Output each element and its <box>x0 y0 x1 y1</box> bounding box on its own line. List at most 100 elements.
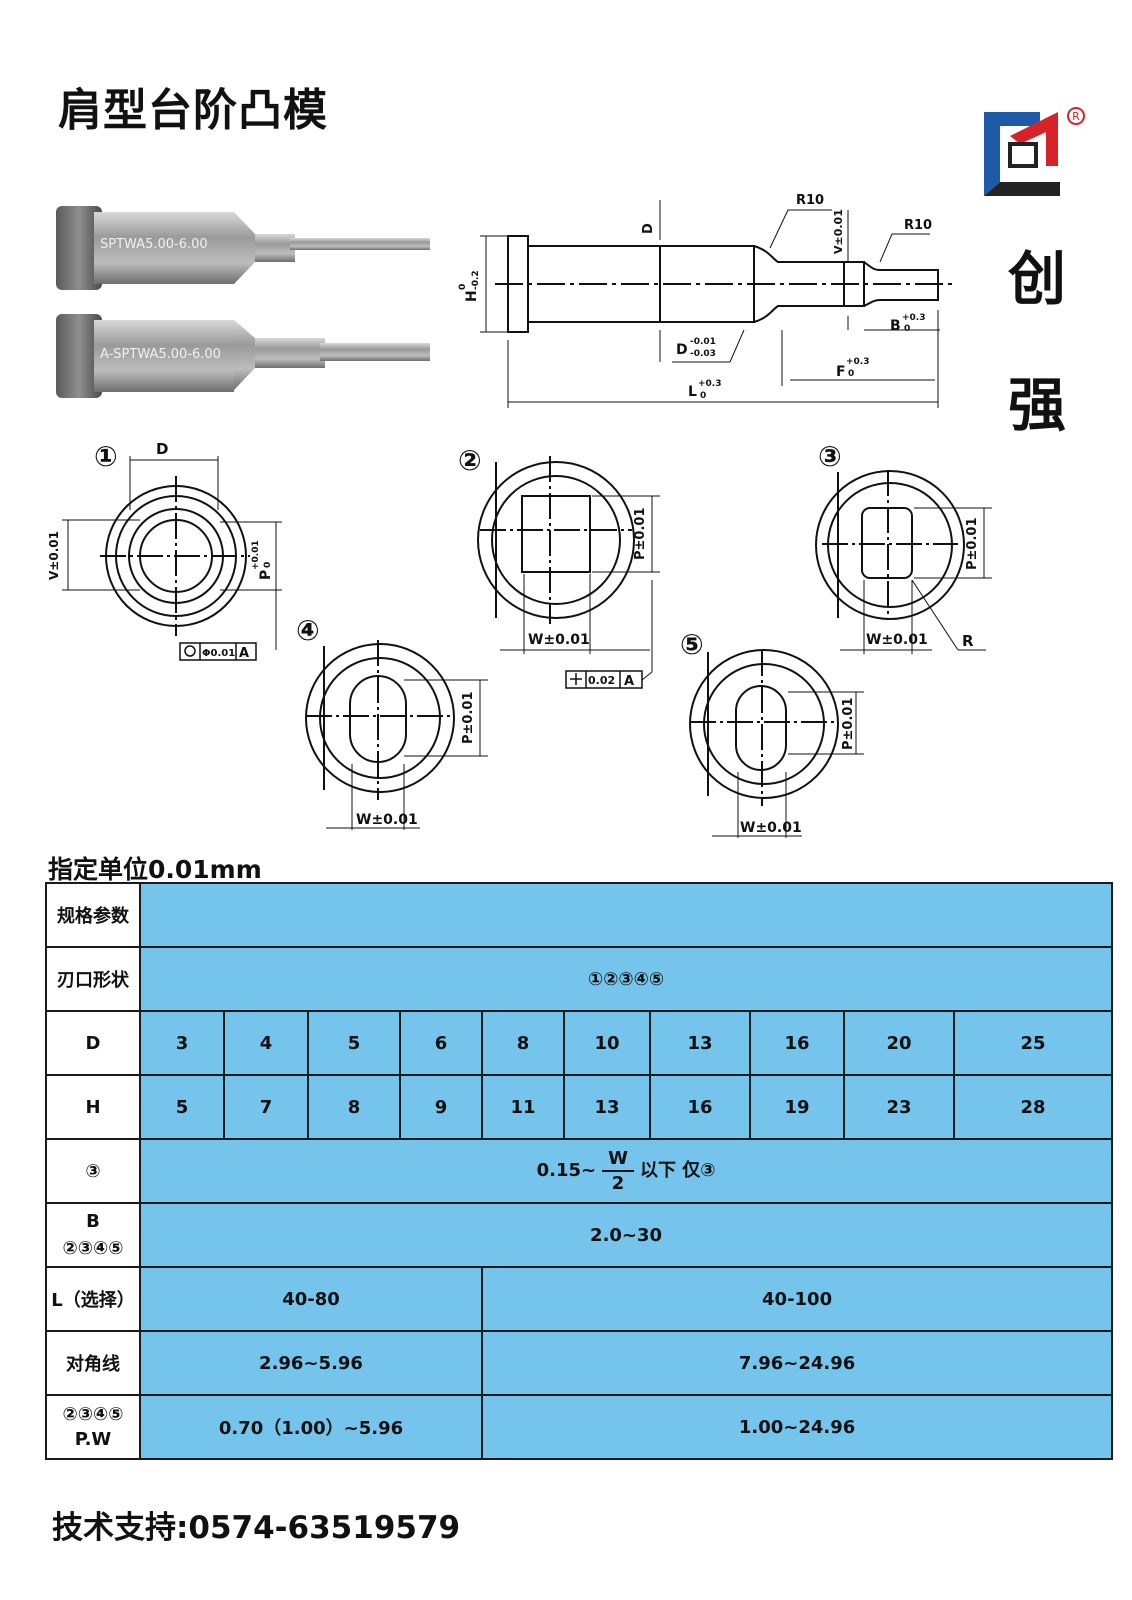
shape-2-datum: A <box>624 674 634 689</box>
shape-1-number: ① <box>94 440 118 473</box>
shape-1-datum: A <box>239 646 249 661</box>
page-title: 肩型台阶凸模 <box>58 85 328 136</box>
shape-2-number: ② <box>458 444 482 477</box>
label-b-tol-bot: 0 <box>904 324 910 334</box>
shape-1-v: V±0.01 <box>47 531 61 580</box>
label-l-tol-top: +0.3 <box>698 379 721 389</box>
row-label: D <box>45 1010 141 1076</box>
label-d: D <box>641 223 656 234</box>
row-label-line-1: ②③④⑤ <box>62 1404 124 1425</box>
h-cell: 28 <box>952 1074 1114 1140</box>
shape-1-p-tol-bot: 0 <box>263 562 273 568</box>
label-f-tol-bot: 0 <box>848 369 854 379</box>
d-cell: 8 <box>481 1010 565 1076</box>
shape-1-p: P <box>258 570 274 580</box>
label-h-tol-bot: -0.2 <box>471 270 481 290</box>
row-label: ③ <box>45 1138 141 1204</box>
pw-cell: 0.70（1.00）~5.96 <box>139 1394 483 1460</box>
shape-1-p-tol-top: +0.01 <box>251 540 261 570</box>
h-cell: 13 <box>563 1074 651 1140</box>
d-cell: 20 <box>843 1010 955 1076</box>
diagonal-cell: 2.96~5.96 <box>139 1330 483 1396</box>
r-suffix: 以下 仅③ <box>639 1160 716 1181</box>
diagonal-cell: 7.96~24.96 <box>480 1330 1114 1396</box>
h-cell: 19 <box>749 1074 845 1140</box>
row-label: 规格参数 <box>45 882 141 948</box>
d-cell: 5 <box>307 1010 401 1076</box>
h-cell: 8 <box>307 1074 401 1140</box>
h-cell: 5 <box>139 1074 225 1140</box>
d-cell: 3 <box>139 1010 225 1076</box>
h-cell: 9 <box>399 1074 483 1140</box>
shape-5-p: P±0.01 <box>841 698 856 751</box>
h-cell: 11 <box>481 1074 565 1140</box>
photo-label-1: SPTWA5.00-6.00 <box>100 237 208 252</box>
shape-1 <box>62 456 282 661</box>
d-cell: 6 <box>399 1010 483 1076</box>
label-v: V±0.01 <box>832 209 845 254</box>
label-r10-1: R10 <box>796 193 824 208</box>
shape-2 <box>477 456 660 689</box>
shape-5 <box>689 649 864 838</box>
shape-2-w: W±0.01 <box>528 632 590 648</box>
row-spec: 规格参数 <box>45 882 1114 948</box>
label-l: L <box>688 384 697 400</box>
brand-logo: R <box>984 107 1085 196</box>
row-label: H <box>45 1074 141 1140</box>
b-cell: 2.0~30 <box>138 1202 1114 1268</box>
h-cell: 23 <box>843 1074 955 1140</box>
punch-photo: SPTWA5.00-6.00 A-SPTWA5.00-6.00 <box>56 206 430 398</box>
shape-3-number: ③ <box>818 440 842 473</box>
row-diagonal: 对角线 2.96~5.96 7.96~24.96 <box>45 1330 1114 1396</box>
row-label: L（选择） <box>45 1266 141 1332</box>
r-denominator: 2 <box>611 1173 625 1194</box>
shape-4-number: ④ <box>296 614 320 647</box>
shape-5-w: W±0.01 <box>740 820 802 836</box>
row-label-line-1: B <box>86 1211 100 1232</box>
unit-label: 指定单位0.01mm <box>48 855 262 884</box>
label-b-tol-top: +0.3 <box>902 313 925 323</box>
shape-3 <box>815 470 992 654</box>
r-prefix: 0.15~ <box>536 1160 597 1181</box>
shape-4-p: P±0.01 <box>461 692 476 745</box>
shape-cell: ①②③④⑤ <box>138 946 1114 1012</box>
label-d-tol: D <box>676 342 688 358</box>
row-b: B ②③④⑤ 2.0~30 <box>45 1202 1114 1268</box>
tech-support-phone: 技术支持:0574-63519579 <box>52 1510 461 1546</box>
row-label: 刃口形状 <box>45 946 141 1012</box>
svg-text:R: R <box>1072 110 1080 123</box>
l-cell: 40-100 <box>480 1266 1114 1332</box>
row-l: L（选择） 40-80 40-100 <box>45 1266 1114 1332</box>
row-label: 对角线 <box>45 1330 141 1396</box>
label-h: H <box>464 290 480 302</box>
row-label: B ②③④⑤ <box>45 1202 141 1268</box>
row-label: ②③④⑤ P.W <box>45 1394 141 1460</box>
label-f-tol-top: +0.3 <box>846 357 869 367</box>
shape-3-p: P±0.01 <box>965 518 980 571</box>
d-cell: 16 <box>749 1010 845 1076</box>
shape-2-tol-box: 0.02 <box>588 674 615 687</box>
h-cell: 16 <box>649 1074 751 1140</box>
brand-char-1: 创 <box>1008 245 1067 313</box>
row-d: D 3 4 5 6 8 10 13 16 20 25 <box>45 1010 1114 1076</box>
shape-4 <box>305 640 488 830</box>
label-b: B <box>890 318 901 334</box>
d-cell: 13 <box>649 1010 751 1076</box>
shape-5-number: ⑤ <box>680 628 704 661</box>
row-pw: ②③④⑤ P.W 0.70（1.00）~5.96 1.00~24.96 <box>45 1394 1114 1460</box>
side-view <box>480 200 955 408</box>
h-cell: 7 <box>223 1074 309 1140</box>
label-d-tol-bot: -0.03 <box>690 349 716 359</box>
pw-cell: 1.00~24.96 <box>480 1394 1114 1460</box>
shape-2-p: P±0.01 <box>633 508 648 561</box>
label-f: F <box>836 364 846 380</box>
shape-1-d: D <box>156 440 168 458</box>
row-label-line-2: P.W <box>74 1429 112 1450</box>
punch-2: A-SPTWA5.00-6.00 <box>56 314 430 398</box>
shape-1-tol-box: Φ0.01 <box>202 648 235 659</box>
photo-label-2: A-SPTWA5.00-6.00 <box>100 347 221 362</box>
d-cell: 4 <box>223 1010 309 1076</box>
shape-3-r: R <box>962 632 974 650</box>
